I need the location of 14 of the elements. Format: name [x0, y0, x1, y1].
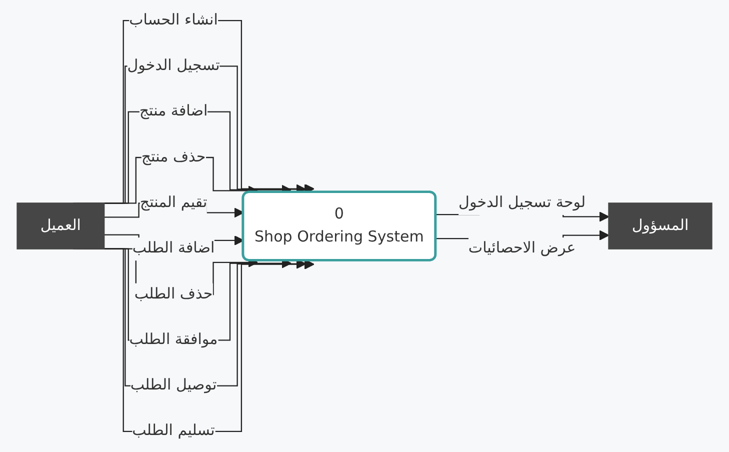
- edge-label: لوحة تسجيل الدخول: [458, 194, 586, 212]
- edge-label: اضافة منتج: [139, 102, 208, 120]
- edge-label: تسجيل الدخول: [127, 57, 220, 75]
- edge-label: موافقة الطلب: [129, 331, 218, 349]
- node-box: المسؤول: [608, 202, 712, 250]
- edge-label: انشاء الحساب: [129, 12, 218, 29]
- edge-label: تقيم المنتج: [140, 194, 208, 212]
- edge-label: عرض الاحصائيات: [468, 240, 576, 258]
- edge-label: حذف الطلب: [134, 286, 213, 303]
- edge-label: تسليم الطلب: [132, 422, 215, 440]
- edge-label: توصيل الطلب: [130, 376, 217, 394]
- edge-label: اضافة الطلب: [132, 240, 215, 258]
- edge-label: حذف منتج: [141, 148, 206, 166]
- node-box: العميل: [16, 202, 105, 250]
